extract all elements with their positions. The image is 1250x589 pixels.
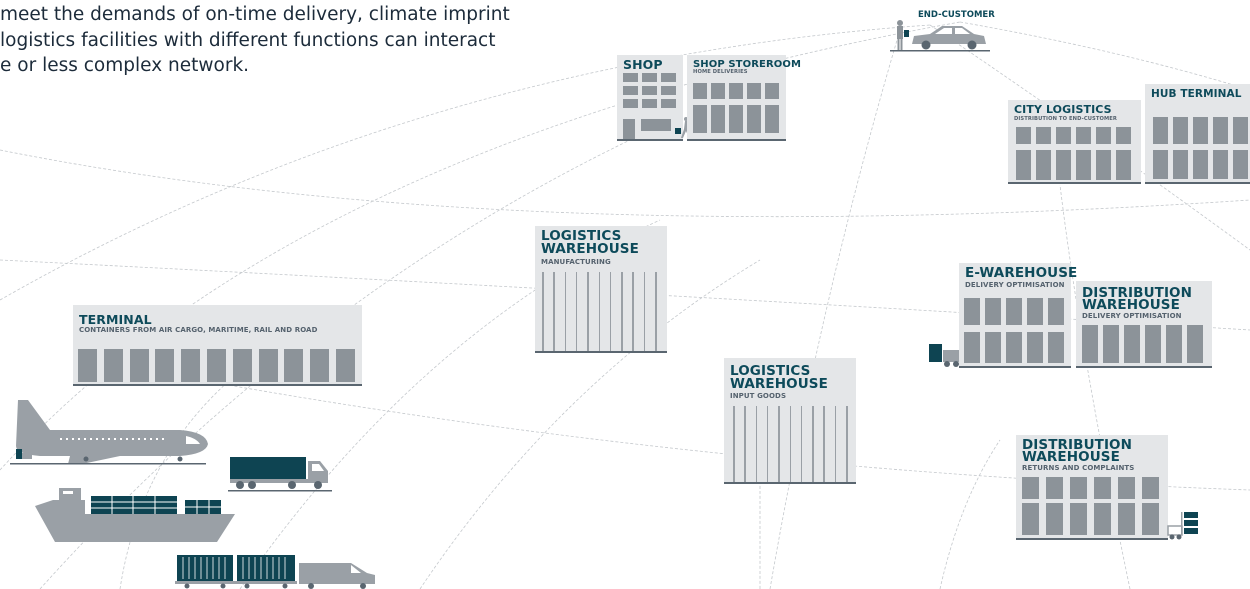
city-logistics-subtitle: DISTRIBUTION TO END-CUSTOMER <box>1014 116 1118 122</box>
city-logistics-title: CITY LOGISTICS <box>1014 103 1112 116</box>
airport-ground <box>10 449 206 465</box>
distribution-warehouse-delivery-subtitle: DELIVERY OPTIMISATION <box>1082 312 1182 320</box>
end-customer-icon <box>890 20 990 52</box>
distribution-warehouse-delivery-title-2: WAREHOUSE <box>1082 297 1180 313</box>
terminal-door <box>129 349 149 382</box>
end-customer-label: END-CUSTOMER <box>918 10 995 20</box>
facility-hub-terminal: HUB TERMINAL <box>1145 84 1250 184</box>
terminal-door <box>284 349 304 382</box>
facility-logistics-warehouse-manufacturing: LOGISTICS WAREHOUSE MANUFACTURING <box>535 226 667 353</box>
intro-line-2: logistics facilities with different func… <box>0 29 496 51</box>
intro-line-3: e or less complex network. <box>0 55 250 76</box>
rack-pillar <box>632 272 634 351</box>
logistics-warehouse-input-subtitle: INPUT GOODS <box>730 392 787 400</box>
ship-icon <box>35 488 235 542</box>
hub-terminal-title: HUB TERMINAL <box>1151 88 1242 100</box>
rack-pillar <box>834 406 837 482</box>
distribution-warehouse-returns-title-1: DISTRIBUTION <box>1022 437 1133 453</box>
terminal-door <box>336 349 355 382</box>
rack-pillar <box>655 272 657 351</box>
terminal-door <box>207 349 226 382</box>
terminal-door <box>78 349 97 382</box>
facility-e-warehouse: E-WAREHOUSE DELIVERY OPTIMISATION <box>959 263 1077 368</box>
distribution-warehouse-delivery-title-1: DISTRIBUTION <box>1082 285 1193 301</box>
terminal-title: TERMINAL <box>79 312 152 327</box>
rack-pillar <box>598 272 600 351</box>
facility-city-logistics: CITY LOGISTICS DISTRIBUTION TO END-CUSTO… <box>1008 100 1141 184</box>
distribution-warehouse-returns-subtitle: RETURNS AND COMPLAINTS <box>1022 464 1135 472</box>
facility-terminal: TERMINAL CONTAINERS FROM AIR CARGO, MARI… <box>73 305 362 386</box>
facility-shop: SHOP <box>617 55 683 141</box>
logistics-warehouse-mfg-title-1: LOGISTICS <box>541 228 622 244</box>
forklift-icon <box>1167 512 1198 540</box>
facility-shop-storeroom: SHOP STOREROOM HOME DELIVERIES <box>687 55 801 141</box>
terminal-door <box>103 349 123 382</box>
rack-pillar <box>733 406 735 482</box>
facility-distribution-warehouse-returns: DISTRIBUTION WAREHOUSE RETURNS AND COMPL… <box>1016 435 1168 540</box>
rack-pillar <box>812 406 814 482</box>
rack-pillar <box>789 406 791 482</box>
rack-pillar <box>542 272 544 351</box>
rack-pillar <box>553 272 555 351</box>
terminal-door <box>232 349 252 382</box>
rack-pillar <box>621 272 623 351</box>
terminal-door <box>258 349 278 382</box>
distribution-warehouse-returns-title-2: WAREHOUSE <box>1022 449 1120 465</box>
rack-pillar <box>744 406 746 482</box>
rack-pillar <box>766 406 769 482</box>
rack-pillar <box>755 406 758 482</box>
rack-pillar <box>587 272 589 351</box>
shop-title: SHOP <box>623 57 663 72</box>
rack-pillar <box>846 406 848 482</box>
shop-storeroom-subtitle: HOME DELIVERIES <box>693 69 748 75</box>
e-warehouse-title: E-WAREHOUSE <box>965 265 1078 281</box>
airplane-icon <box>16 400 208 464</box>
logistics-warehouse-mfg-subtitle: MANUFACTURING <box>541 258 611 266</box>
rack-pillar <box>823 406 825 482</box>
rack-pillar <box>609 272 612 351</box>
facility-distribution-warehouse-delivery: DISTRIBUTION WAREHOUSE DELIVERY OPTIMISA… <box>1076 281 1212 368</box>
rack-pillar <box>643 272 646 351</box>
terminal-door <box>181 349 201 382</box>
e-warehouse-subtitle: DELIVERY OPTIMISATION <box>965 281 1065 289</box>
facility-logistics-warehouse-input: LOGISTICS WAREHOUSE INPUT GOODS <box>724 358 856 484</box>
train-icon <box>175 555 375 589</box>
rack-pillar <box>778 406 780 482</box>
terminal-door <box>310 349 330 382</box>
rack-pillar <box>564 272 567 351</box>
forklift-icon <box>929 344 959 367</box>
intro-line-1: meet the demands of on-time delivery, cl… <box>0 4 510 25</box>
shop-storeroom-title: SHOP STOREROOM <box>693 59 801 70</box>
terminal-door <box>155 349 175 382</box>
logistics-warehouse-input-title-2: WAREHOUSE <box>730 376 828 392</box>
rack-pillar <box>800 406 803 482</box>
intro-text: meet the demands of on-time delivery, cl… <box>0 2 590 79</box>
logistics-warehouse-input-title-1: LOGISTICS <box>730 363 811 379</box>
rack-pillar <box>575 272 578 351</box>
truck-icon <box>228 457 332 492</box>
logistics-warehouse-mfg-title-2: WAREHOUSE <box>541 241 639 257</box>
terminal-subtitle: CONTAINERS FROM AIR CARGO, MARITIME, RAI… <box>79 326 318 334</box>
